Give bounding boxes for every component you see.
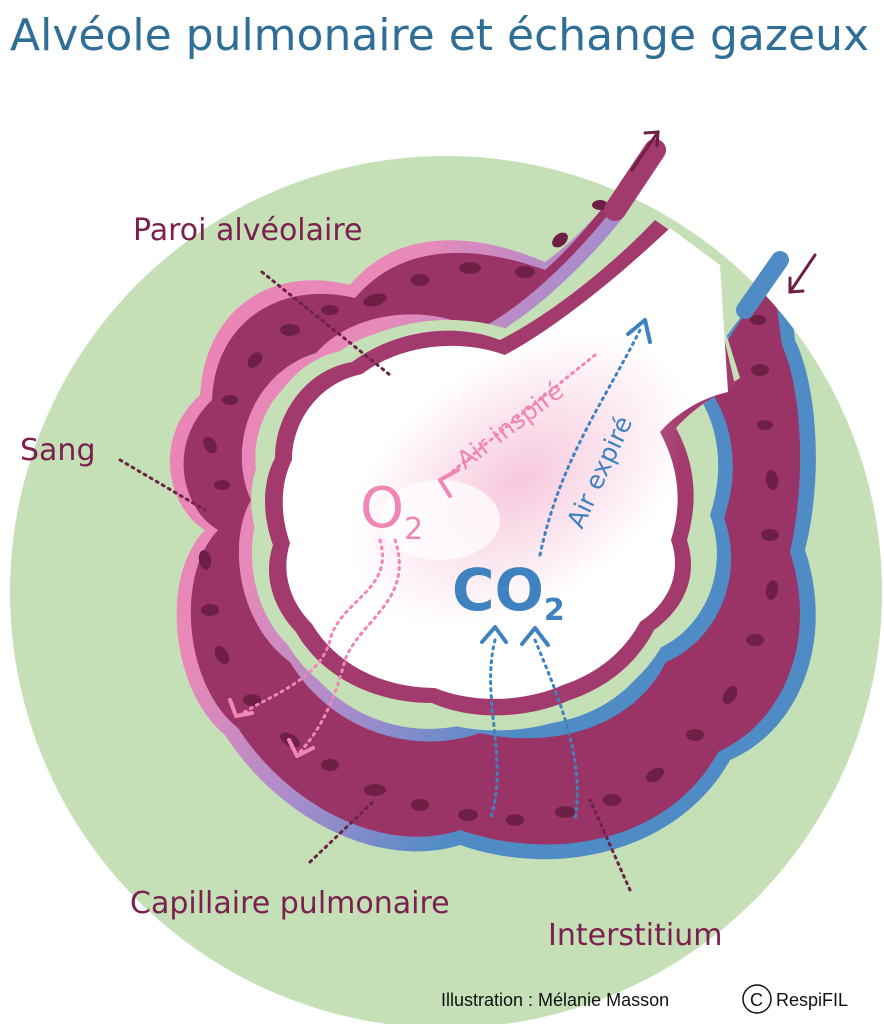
airway-out-stem	[736, 251, 789, 319]
leader-paroi	[260, 270, 392, 377]
leader-sang	[118, 458, 207, 512]
page-title: Alvéole pulmonaire et échange gazeux	[10, 10, 869, 61]
label-interstitium: Interstitium	[548, 918, 722, 953]
credit-author: Illustration : Mélanie Masson	[441, 990, 669, 1010]
blood-in-arrow	[788, 253, 817, 294]
label-capillaire-pulmonaire: Capillaire pulmonaire	[130, 886, 450, 921]
credit-organisation: RespiFIL	[776, 990, 848, 1010]
oxygen-symbol: O2	[360, 476, 423, 547]
oxygen-diffusion-paths	[238, 353, 597, 754]
carbon-dioxide-symbol: CO2	[452, 556, 565, 628]
carbon-dioxide-arrowheads	[480, 318, 652, 647]
label-paroi-alveolaire: Paroi alvéolaire	[133, 213, 363, 248]
blood-out-arrow	[630, 130, 660, 172]
oxygen-arrowheads	[228, 468, 460, 758]
capillary-layer	[183, 165, 801, 845]
leader-interstitium	[588, 798, 632, 892]
copyright-mark: C	[750, 990, 763, 1010]
carbon-dioxide-diffusion-paths	[488, 328, 642, 822]
airway-in-stem	[604, 139, 666, 221]
inspired-air-mist-core	[380, 480, 500, 560]
copyright-circle	[742, 984, 772, 1014]
blood-cells	[198, 200, 779, 826]
label-sang: Sang	[20, 433, 95, 468]
leader-capillaire	[308, 798, 377, 864]
